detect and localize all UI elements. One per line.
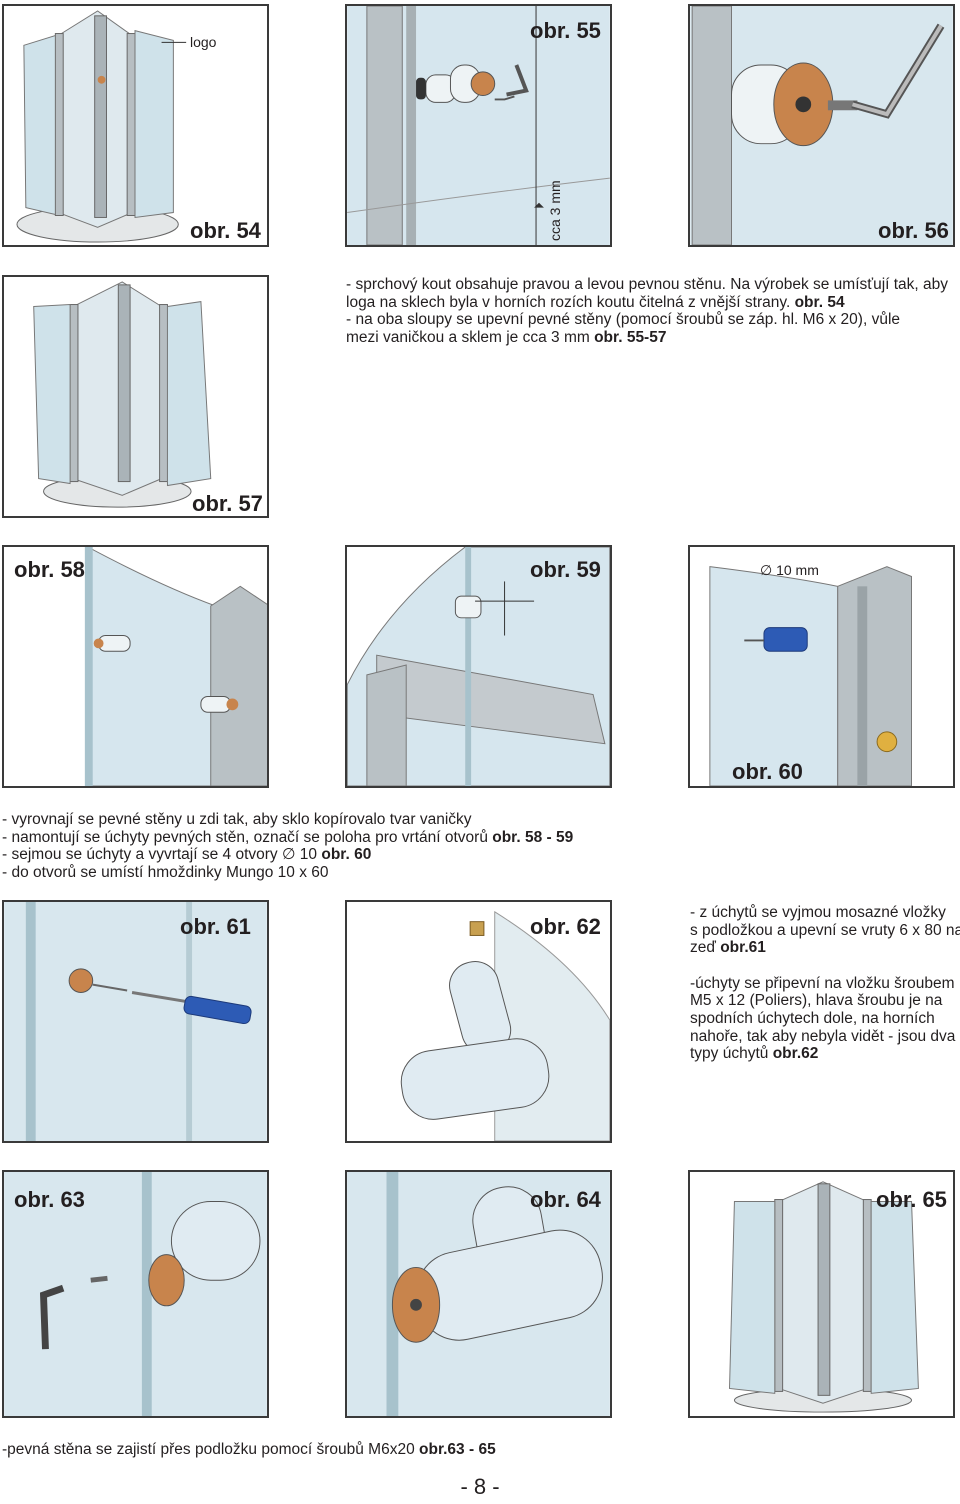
- text-line: -úchyty se připevní na vložku šroubem: [690, 974, 955, 992]
- figure-label: obr. 63: [14, 1187, 85, 1212]
- figure-ref: obr.63 - 65: [419, 1441, 496, 1458]
- text-line: - na oba sloupy se upevní pevné stěny (p…: [346, 311, 901, 329]
- bolt-closeup-illustration: [690, 6, 953, 245]
- figure-61: obr. 61: [2, 900, 269, 1143]
- instructions-block-1: - sprchový kout obsahuje pravou a levou …: [346, 276, 948, 346]
- enclosure-with-walls-illustration: [33, 281, 212, 508]
- diameter-icon: ∅: [281, 846, 296, 864]
- figure-label: obr. 58: [14, 557, 85, 582]
- figure-label: obr. 60: [732, 759, 803, 784]
- figure-label: obr. 61: [180, 914, 251, 939]
- screwdriver-illustration: [4, 902, 267, 1141]
- figure-57: obr. 57: [2, 275, 269, 518]
- diameter-icon: ∅: [760, 562, 773, 578]
- figure-ref: obr. 55-57: [594, 328, 667, 346]
- figure-label: obr. 54: [190, 218, 261, 243]
- figure-63: obr. 63: [2, 1170, 269, 1418]
- text-line: s podložkou a upevní se vruty 6 x 80 na: [690, 921, 960, 939]
- figure-label: obr. 62: [530, 914, 601, 939]
- figure-60: ∅ 10 mm obr. 60: [688, 545, 955, 788]
- text-line: zeď obr.61: [690, 939, 766, 957]
- text-line: loga na sklech byla v horních rozích kou…: [346, 293, 845, 311]
- figure-65: obr. 65: [688, 1170, 955, 1418]
- figure-label: obr. 64: [530, 1187, 601, 1212]
- mounted-bracket-illustration: [347, 1172, 610, 1416]
- figure-ref: obr.61: [720, 939, 766, 957]
- complete-enclosure-illustration: [729, 1181, 919, 1413]
- figure-ref: obr. 54: [794, 293, 845, 311]
- instructions-block-4: -pevná stěna se zajistí přes podložku po…: [2, 1441, 496, 1458]
- figure-62: obr. 62: [345, 900, 612, 1143]
- figure-ref: obr.62: [772, 1045, 819, 1063]
- bracket-marking-illustration: [347, 547, 610, 786]
- figure-56: obr. 56: [688, 4, 955, 247]
- figure-label: obr. 65: [876, 1187, 947, 1212]
- bracket-types-illustration: [400, 910, 610, 1141]
- text-line: - z úchytů se vyjmou mosazné vložky: [690, 904, 946, 921]
- figure-54: logo obr. 54: [2, 4, 269, 247]
- hex-key-illustration: [4, 1172, 267, 1416]
- text-line: spodních úchytech dole, na horních: [690, 1009, 935, 1027]
- drilling-illustration: [709, 566, 912, 786]
- figure-label: obr. 55: [530, 18, 601, 43]
- figure-59: obr. 59: [345, 545, 612, 788]
- text-line: - do otvorů se umístí hmoždinky Mungo 10…: [2, 863, 329, 881]
- text-line: - sejmou se úchyty a vyvrtají se 4 otvor…: [2, 846, 372, 864]
- figure-label: obr. 59: [530, 557, 601, 582]
- figure-ref: obr. 58 - 59: [492, 828, 574, 846]
- glass-wall-brackets-illustration: [84, 547, 267, 786]
- text-line: nahoře, tak aby nebyla vidět - jsou dva: [690, 1027, 956, 1045]
- figure-label: obr. 56: [878, 218, 949, 243]
- logo-callout: logo: [190, 34, 217, 50]
- shower-enclosure-illustration: [16, 10, 187, 243]
- figure-64: obr. 64: [345, 1170, 612, 1418]
- drill-diameter: ∅ 10 mm: [760, 562, 819, 578]
- text-line: mezi vaničkou a sklem je cca 3 mm obr. 5…: [346, 328, 667, 346]
- text-line: M5 x 12 (Poliers), hlava šroubu je na: [690, 992, 943, 1010]
- bolt-assembly-illustration: [347, 6, 610, 245]
- text-line: - sprchový kout obsahuje pravou a levou …: [346, 276, 949, 293]
- text-line: typy úchytů obr.62: [690, 1045, 819, 1063]
- text-line: - vyrovnají se pevné stěny u zdi tak, ab…: [2, 811, 472, 828]
- figure-55: cca 3 mm obr. 55: [345, 4, 612, 247]
- figure-label: obr. 57: [192, 491, 263, 516]
- figure-58: obr. 58: [2, 545, 269, 788]
- text-line: - namontují se úchyty pevných stěn, ozna…: [2, 828, 574, 846]
- gap-dimension: cca 3 mm: [547, 180, 563, 241]
- page-number: - 8 -: [460, 1474, 500, 1499]
- instructions-block-3: - z úchytů se vyjmou mosazné vložky s po…: [690, 904, 960, 1063]
- figure-ref: obr. 60: [321, 846, 372, 864]
- instructions-block-2: - vyrovnají se pevné stěny u zdi tak, ab…: [2, 811, 573, 881]
